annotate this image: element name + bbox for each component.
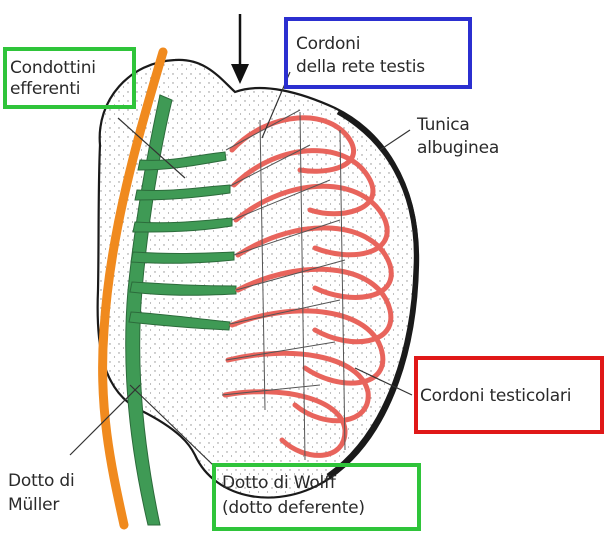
label-mullerian-duct-line2: Müller [8, 494, 59, 516]
label-tunica-albuginea-line1: Tunica [417, 114, 470, 136]
label-efferent-ductules-line1: Condottini [10, 57, 96, 79]
label-tunica-albuginea-line2: albuginea [417, 137, 499, 159]
label-efferent-ductules-line2: efferenti [10, 78, 80, 100]
label-testis-cords: Cordoni testicolari [420, 385, 571, 407]
label-rete-testis-line1: Cordoni [296, 33, 360, 55]
label-wolffian-duct-line1: Dotto di Wolff [222, 472, 336, 494]
efferent-ductule [131, 252, 234, 263]
down-arrow-icon [231, 14, 249, 84]
label-wolffian-duct-line2: (dotto deferente) [222, 497, 365, 519]
label-mullerian-duct-line1: Dotto di [8, 470, 75, 492]
label-rete-testis-line2: della rete testis [296, 56, 425, 78]
